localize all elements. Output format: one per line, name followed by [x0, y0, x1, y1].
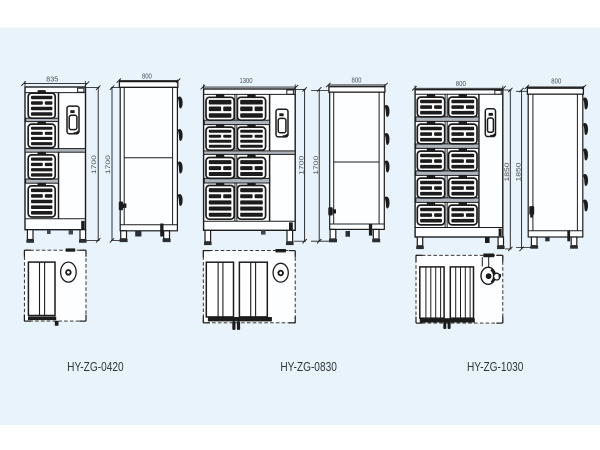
svg-text:1700: 1700: [313, 156, 320, 175]
svg-text:1850: 1850: [504, 162, 511, 181]
svg-text:1300: 1300: [240, 78, 253, 85]
svg-text:HY-ZG-1030: HY-ZG-1030: [467, 360, 524, 374]
svg-text:1700: 1700: [91, 155, 98, 174]
svg-text:HY-ZG-0420: HY-ZG-0420: [67, 360, 124, 374]
svg-text:800: 800: [352, 78, 362, 85]
svg-text:800: 800: [551, 79, 561, 86]
svg-text:HY-ZG-0830: HY-ZG-0830: [280, 360, 337, 374]
svg-text:835: 835: [46, 77, 58, 84]
svg-text:800: 800: [142, 73, 152, 80]
svg-text:1700: 1700: [298, 156, 305, 175]
svg-text:1850: 1850: [515, 162, 522, 181]
svg-text:800: 800: [456, 81, 466, 88]
svg-text:1700: 1700: [105, 155, 112, 174]
